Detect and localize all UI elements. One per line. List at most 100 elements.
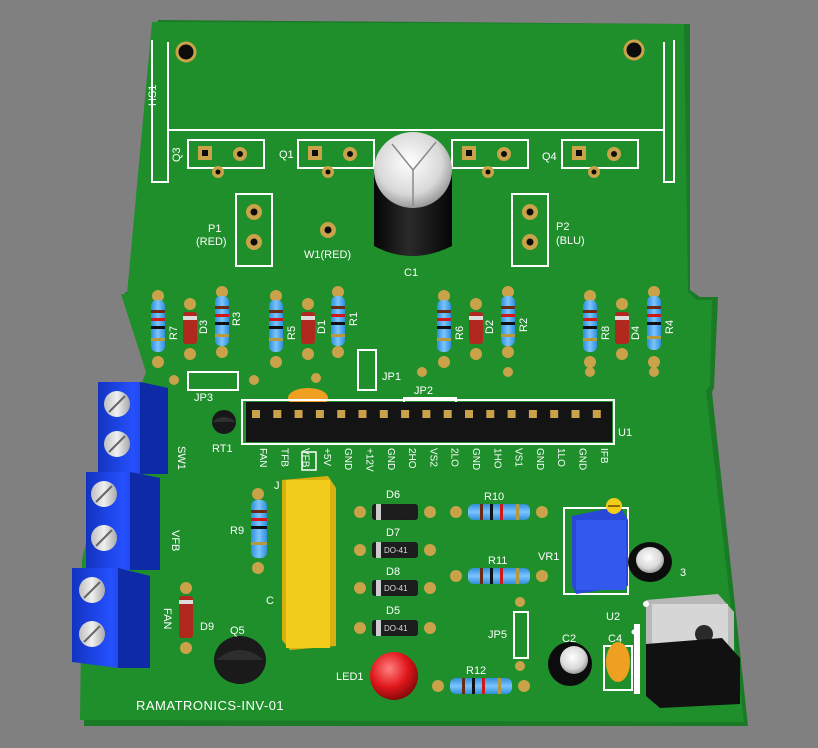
mount-hole: [623, 39, 645, 61]
label-rt1: RT1: [212, 443, 233, 455]
u1-pin-slot: [592, 410, 601, 418]
label-u2: U2: [606, 611, 620, 623]
jumper-jp5: JP5: [488, 597, 529, 671]
r7-resistor: R7: [151, 290, 180, 368]
label-jp1: JP1: [382, 371, 401, 383]
label-p1-sub: (RED): [196, 236, 227, 248]
label-d8: D8: [386, 566, 400, 578]
heatsink-outline: HS1: [147, 39, 675, 183]
label-r2: R2: [518, 318, 530, 332]
label-d9: D9: [200, 621, 214, 633]
u1-pin-slot: [379, 410, 388, 418]
u1-pin-label: VS2: [427, 448, 438, 467]
r9-resistor: R9: [230, 488, 267, 574]
r12-resistor: R12: [432, 665, 530, 694]
bridge-diodes: DO-41 D6 DO-41 D7 DO-41 D8 DO-41 D5: [354, 489, 436, 636]
label-r11: R11: [488, 555, 507, 567]
u1-pin-label: +12V: [364, 448, 375, 472]
label-hs1: HS1: [147, 85, 159, 106]
r6-resistor: R6: [437, 290, 466, 368]
label-p2: P2: [556, 221, 569, 233]
label-fan: FAN: [161, 608, 173, 629]
pkg-d7: DO-41: [384, 546, 408, 555]
label-d4: D4: [630, 326, 642, 340]
label-jp5: JP5: [488, 629, 507, 641]
u1-pin-label: GND: [577, 448, 588, 470]
label-q1: Q1: [279, 149, 294, 161]
label-r1: R1: [348, 312, 360, 326]
feedback-resistors: R10 R11 R12: [432, 491, 548, 694]
label-c3-partial: 3: [680, 567, 686, 579]
label-q3: Q3: [171, 147, 183, 162]
pkg-d5: DO-41: [384, 624, 408, 633]
mosfet-footprints: Q3 Q1 Q4: [171, 139, 639, 178]
u1-pin-slot: [528, 410, 537, 418]
u1-pin-slot: [507, 410, 516, 418]
r4-resistor: R4: [647, 286, 676, 368]
label-r5: R5: [286, 326, 298, 340]
q3-footprint: Q3: [171, 139, 265, 178]
label-j-partial: J: [274, 480, 280, 492]
gate-drive-components: R7 D3 R3 R5 D1 R1: [151, 286, 676, 368]
r1-resistor: R1: [331, 286, 360, 358]
label-d6: D6: [386, 489, 400, 501]
r8-resistor: R8: [583, 290, 612, 368]
u1-pin-label: FAN: [257, 448, 268, 467]
d7-diode: DO-41 D7: [354, 527, 436, 558]
label-d1: D1: [316, 320, 328, 334]
label-p2-sub: (BLU): [556, 235, 585, 247]
label-r8: R8: [600, 326, 612, 340]
u1-pin-slot: [486, 410, 495, 418]
capacitor-c1: C1: [374, 132, 452, 279]
capacitor-c4: C4: [603, 629, 637, 691]
label-led1: LED1: [336, 671, 364, 683]
mount-hole: [175, 41, 197, 63]
d4-diode: D4: [615, 298, 642, 360]
d2-diode: D2: [469, 298, 496, 360]
jp1-outline: [357, 349, 377, 391]
label-vr1: VR1: [538, 551, 559, 563]
d5-diode: DO-41 D5: [354, 605, 436, 636]
board-name: RAMATRONICS-INV-01: [136, 698, 284, 713]
label-r4: R4: [664, 320, 676, 334]
label-r6: R6: [454, 326, 466, 340]
d1-diode: D1: [301, 298, 328, 360]
label-r10: R10: [484, 491, 504, 503]
label-d7: D7: [386, 527, 400, 539]
pkg-d8: DO-41: [384, 584, 408, 593]
u1-pin-slot: [571, 410, 580, 418]
power-connectors: P1 (RED) P2 (BLU) W1(RED): [196, 193, 585, 267]
u1-pin-slot: [358, 410, 367, 418]
label-jp2: JP2: [414, 385, 433, 397]
u1-pin-slot: [422, 410, 431, 418]
u1-pin-slot: [550, 410, 559, 418]
terminal-sw1: SW1: [98, 382, 187, 474]
label-jp3: JP3: [194, 392, 213, 404]
via-pads: [169, 367, 659, 385]
r3-resistor: R3: [215, 286, 243, 358]
d3-diode: D3: [183, 298, 210, 360]
u1-pin-slot: [315, 410, 324, 418]
u1-pin-label: GND: [470, 448, 481, 470]
label-d2: D2: [484, 320, 496, 334]
label-r12: R12: [466, 665, 486, 677]
label-r9: R9: [230, 525, 244, 537]
capacitor-c2: C2: [548, 633, 592, 686]
label-q5: Q5: [230, 625, 245, 637]
u1-pin-label: GND: [385, 448, 396, 470]
u1-pin-label: 2HO: [406, 448, 417, 469]
terminal-vfb: VFB: [86, 472, 181, 570]
label-p1: P1: [208, 223, 221, 235]
d8-diode: DO-41 D8: [354, 566, 436, 596]
label-d3: D3: [198, 320, 210, 334]
r11-resistor: R11: [450, 555, 548, 584]
u1-pin-label: GND: [534, 448, 545, 470]
label-sw1: SW1: [175, 446, 187, 470]
label-d5: D5: [386, 605, 400, 617]
u1-pin-label: +5V: [321, 448, 332, 466]
pkg-d6: DO-41: [384, 508, 408, 517]
label-w1: W1(RED): [304, 249, 351, 261]
